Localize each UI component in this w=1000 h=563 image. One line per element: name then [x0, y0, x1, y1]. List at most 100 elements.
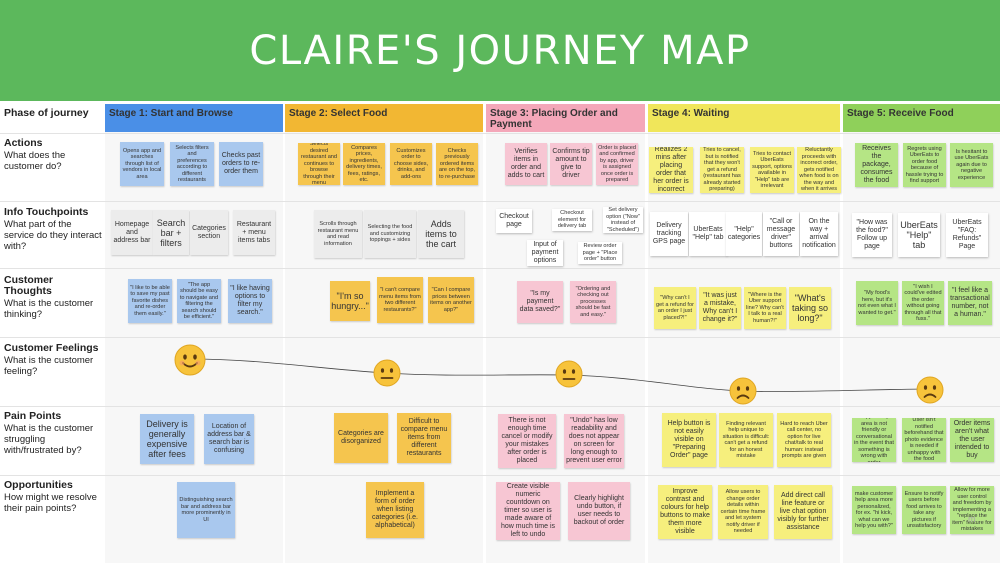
- sticky-note: Tries to contact UberEats support, optio…: [750, 147, 794, 193]
- sticky-note: "I like to be able to save my past favor…: [128, 279, 172, 323]
- touchpoint-card: Delivery tracking GPS page: [650, 212, 688, 256]
- sticky-note: Confirms tip amount to give to driver: [550, 143, 592, 185]
- sticky-note: Is hesitant to use UberEats again due to…: [950, 143, 993, 187]
- row-divider: [0, 337, 1000, 338]
- sticky-note: Selects desired restaurant and continues…: [298, 143, 340, 185]
- touchpoint-card: Categories section: [190, 210, 228, 255]
- sticky-note: make customer help area more personalize…: [852, 486, 896, 534]
- stage-5-header: Stage 5: Receive Food: [843, 104, 1000, 132]
- touchpoint-card: "How was the food?" Follow up page: [852, 213, 892, 257]
- touchpoint-card: Search bar + filters: [153, 210, 189, 255]
- sticky-note: Customizes order to choose sides, drinks…: [390, 143, 432, 185]
- row-title: Customer Feelings: [4, 342, 99, 354]
- happy-face-icon: [174, 344, 206, 376]
- watermark: m: [968, 514, 976, 524]
- row-divider: [0, 133, 1000, 134]
- row-divider: [0, 201, 1000, 202]
- sticky-note: User isn't notified beforehand that phot…: [902, 418, 946, 462]
- row-divider: [0, 475, 1000, 476]
- touchpoint-card: UberEats "FAQ: Refunds" Page: [946, 213, 988, 257]
- title-banner: CLAIRE'S JOURNEY MAP: [0, 0, 1000, 101]
- journey-board: Stage 1: Start and Browse Stage 2: Selec…: [0, 101, 1000, 563]
- sticky-note: Hard to reach Uber call center, no optio…: [777, 413, 831, 467]
- sad-face-icon: [729, 377, 757, 405]
- stage-3-header: Stage 3: Placing Order and Payment: [486, 104, 645, 132]
- neutral-face-icon: [555, 360, 583, 388]
- sticky-note: Regrets using UberEats to order food bec…: [903, 143, 946, 187]
- row-title: Actions: [4, 137, 43, 149]
- sticky-note: "Is my payment data saved?": [517, 281, 563, 323]
- sticky-note: "I like having options to filter my sear…: [228, 279, 272, 323]
- sticky-note: Order items aren't what the user intende…: [950, 418, 994, 462]
- sticky-note: Distinguishing search bar and address ba…: [177, 482, 235, 538]
- sticky-note: Improve contrast and colours for help bu…: [658, 485, 712, 539]
- touchpoint-card: On the way + arrival notification: [800, 212, 838, 256]
- sticky-note: Allow for more user control and freedom …: [950, 486, 994, 534]
- touchpoint-card: Homepage and address bar: [111, 210, 153, 255]
- sticky-note: Location of address bar & search bar is …: [204, 414, 254, 464]
- row-label-phase: Phase of journey: [4, 108, 102, 120]
- sticky-note: Order is placed and confirmed by app, dr…: [596, 143, 638, 185]
- sticky-note: Clearly highlight undo button, if user n…: [568, 482, 630, 540]
- touchpoint-card: Restaurant + menu items tabs: [233, 210, 275, 255]
- sticky-note: "Where is the Uber support line? Why can…: [744, 287, 786, 329]
- sticky-note: "What's taking so long?": [789, 287, 831, 329]
- sticky-note: "I'm so hungry...": [330, 281, 370, 321]
- sticky-note: "The app should be easy to navigate and …: [177, 279, 221, 323]
- touchpoint-card: Input of payment options: [527, 240, 563, 266]
- sticky-note: Add direct call line feature or live cha…: [774, 485, 832, 539]
- touchpoint-card: Adds items to the cart: [418, 210, 464, 258]
- touchpoint-card: Review order page + "Place order" button: [578, 242, 622, 264]
- sticky-note: Checks previously ordered items are on t…: [436, 143, 478, 185]
- sticky-note: "I can't compare menu items from two dif…: [377, 277, 423, 323]
- touchpoint-card: "Help" categories: [726, 212, 762, 256]
- row-subtitle: What does the customer do?: [4, 150, 66, 172]
- sticky-note: "Can I compare prices between items on a…: [428, 277, 474, 323]
- sticky-note: Compares prices, ingredients, delivery t…: [343, 143, 385, 185]
- row-title: Info Touchpoints: [4, 206, 89, 218]
- sticky-note: Implement a form of order when listing c…: [366, 482, 424, 538]
- touchpoint-card: Checkout page: [496, 209, 532, 233]
- sticky-note: Checks past orders to re-order them: [219, 142, 263, 186]
- touchpoint-card: Checkout element for delivery tab: [552, 209, 592, 231]
- touchpoint-card: Scrolls through restaurant menu and read…: [314, 210, 362, 258]
- sticky-note: Create visible numeric countdown on time…: [496, 482, 560, 540]
- sad-face-icon: [916, 376, 944, 404]
- sticky-note: There is not enough time cancel or modif…: [498, 414, 556, 468]
- stage-4-header: Stage 4: Waiting: [648, 104, 840, 132]
- page-title: CLAIRE'S JOURNEY MAP: [249, 27, 751, 74]
- row-subtitle: What part of the service do they interac…: [4, 219, 102, 252]
- row-title: Pain Points: [4, 410, 62, 422]
- sticky-note: Ensure to notify users before food arriv…: [902, 486, 946, 534]
- sticky-note: "I feel like a transactional number, not…: [948, 281, 992, 325]
- sticky-note: "Undo" has low readability and does not …: [564, 414, 624, 468]
- neutral-face-icon: [373, 359, 401, 387]
- sticky-note: Selects filters and preferences accordin…: [170, 142, 214, 186]
- sticky-note: Verifies items in order and adds to cart: [505, 143, 547, 185]
- sticky-note: Tries to cancel, but is notified that th…: [700, 147, 744, 193]
- sticky-note: Copy in help area is not friendly or con…: [852, 418, 896, 462]
- touchpoint-card: "Call or message driver" buttons: [763, 212, 799, 256]
- sticky-note: Finding relevant help unique to situatio…: [719, 413, 773, 467]
- row-title: Phase of journey: [4, 107, 89, 119]
- sticky-note: Categories are disorganized: [334, 413, 388, 463]
- sticky-note: "I wish I could've edited the order with…: [902, 281, 944, 325]
- sticky-note: "It was just a mistake, Why can't I chan…: [699, 287, 741, 329]
- row-subtitle: What is the customer struggling with/fru…: [4, 423, 94, 456]
- sticky-note: Opens app and searches through list of v…: [120, 142, 164, 186]
- sticky-note: Help button is not easily visible on "Pr…: [662, 413, 716, 467]
- row-title: Customer Thoughts: [4, 274, 54, 297]
- sticky-note: "My food's here, but it's not even what …: [856, 281, 898, 325]
- row-divider: [0, 406, 1000, 407]
- sticky-note: Reluctantly proceeds with incorrect orde…: [797, 147, 841, 193]
- row-divider: [0, 268, 1000, 269]
- stage-1-header: Stage 1: Start and Browse: [105, 104, 283, 132]
- row-subtitle: How might we resolve their pain points?: [4, 492, 97, 514]
- sticky-note: "Ordering and checking out processes sho…: [570, 281, 616, 323]
- sticky-note: Delivery is generally expensive after fe…: [140, 414, 194, 464]
